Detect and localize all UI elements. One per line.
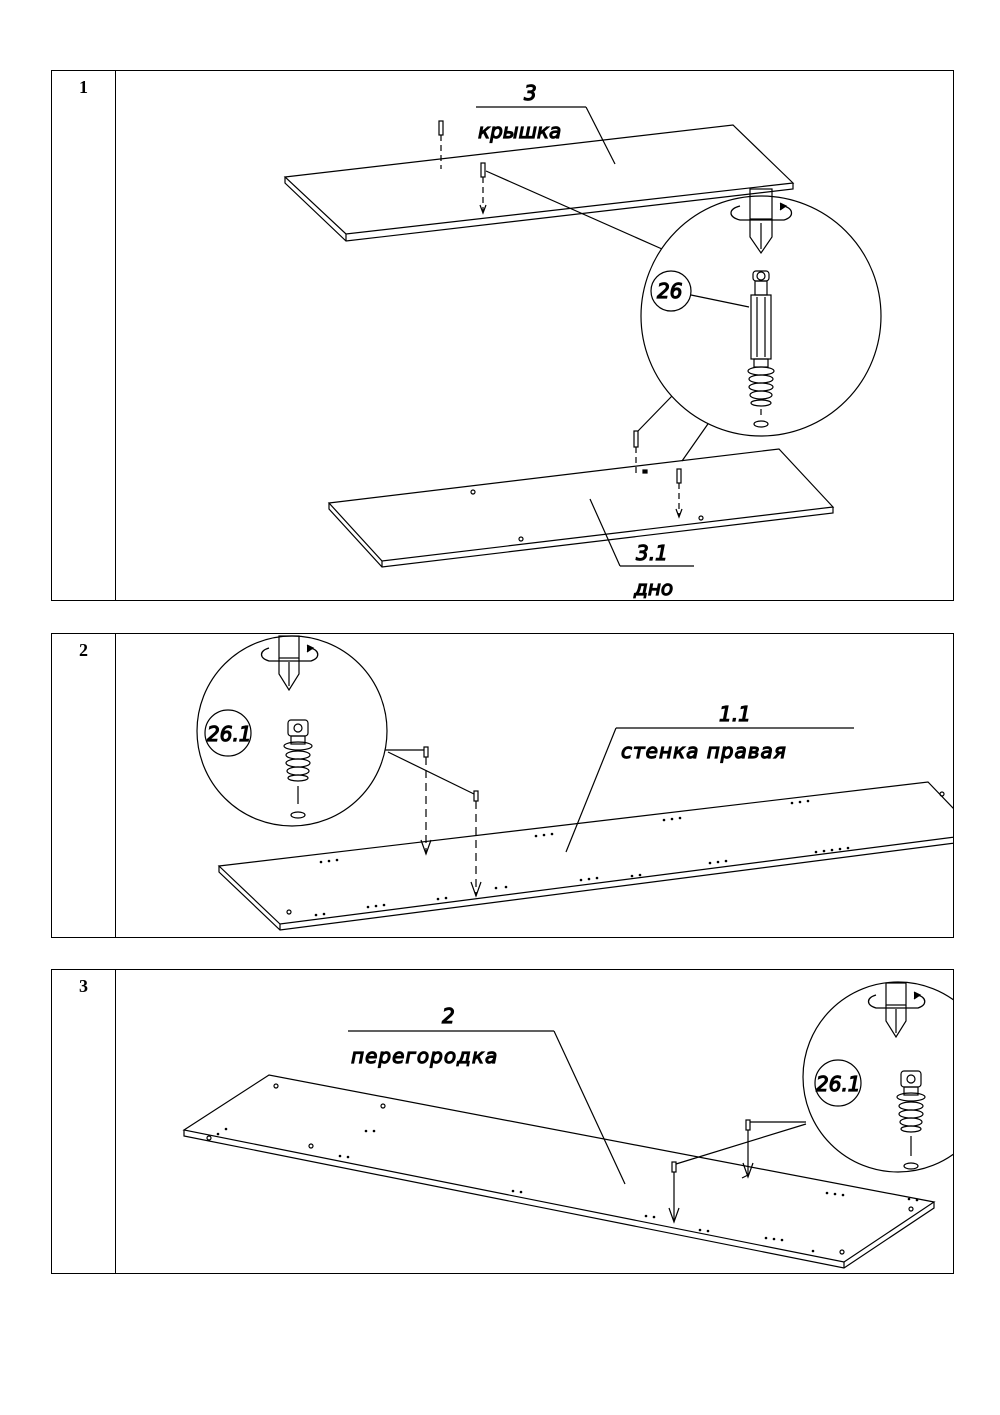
label-partition-number: 2 [442,1004,455,1028]
label-right-panel-number: 1.1 [719,702,751,726]
step-1-number: 1 [79,77,88,97]
label-top-panel-name: крышка [478,119,561,143]
right-side-panel [217,781,953,931]
step-1-diagram: 3 крышка 26 3.1 дно [283,80,882,600]
step-2-diagram: 26.1 1.1 стенка правая [196,635,953,931]
fastener-26-1-callout: 26.1 [207,722,252,746]
label-bottom-panel-name: дно [633,576,673,600]
partition-pins [668,1119,754,1224]
right-panel-pins [420,746,482,898]
bottom-panel [327,448,835,568]
bottom-pins [633,430,683,519]
fastener-26-callout: 26 [657,279,682,303]
detail-circle-26-1-step3: 26.1 [802,981,953,1173]
top-pins [438,120,487,215]
label-top-panel-number: 3 [524,81,537,105]
step-3-number: 3 [79,976,88,996]
label-bottom-panel-number: 3.1 [636,541,668,565]
detail-circle-26 [640,188,882,437]
step-1-frame: 1 [51,70,954,601]
detail-circle-26-1-step2: 26.1 [196,635,388,827]
label-right-panel-name: стенка правая [621,739,787,763]
fastener-26-1-callout-step3: 26.1 [816,1072,861,1096]
top-panel [283,124,795,242]
step-2-frame: 2 [51,633,954,938]
label-partition-name: перегородка [351,1044,498,1068]
step-3-number-cell: 3 [52,970,116,1273]
step-1-number-cell: 1 [52,71,116,600]
partition-panel [182,1074,936,1269]
step-3-diagram: 26.1 2 перегородка [182,981,953,1269]
step-2-number-cell: 2 [52,634,116,937]
step-2-number: 2 [79,640,88,660]
step-3-frame: 3 [51,969,954,1274]
